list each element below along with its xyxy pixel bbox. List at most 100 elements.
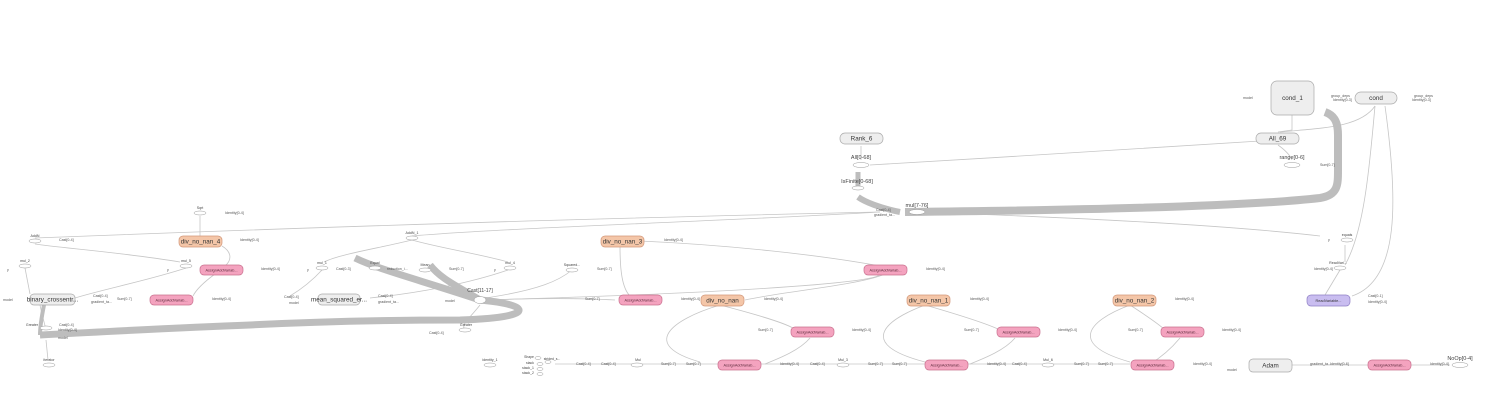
op-ellipse[interactable] — [193, 210, 207, 216]
op-ellipse[interactable] — [852, 162, 870, 168]
node-box[interactable] — [199, 264, 244, 276]
op-mul-3[interactable]: Mul_3 — [836, 358, 850, 368]
node-rank-6[interactable]: Rank_6 — [839, 132, 884, 145]
op-mul-4[interactable]: mul_4 — [503, 261, 517, 271]
op-stack-2[interactable]: stack_2 — [522, 371, 544, 376]
op-shape[interactable]: Shape — [524, 355, 542, 360]
node-box[interactable] — [1255, 132, 1300, 145]
op-ellipse[interactable] — [851, 185, 865, 191]
op-addn-1[interactable]: AddN_1 — [405, 231, 419, 241]
op-readvar[interactable]: ReadVari... — [1329, 261, 1347, 271]
node-all-69[interactable]: All_69 — [1255, 132, 1300, 145]
op-noop-0-4[interactable]: NoOp[0-4] — [1447, 356, 1473, 368]
node-box[interactable] — [1367, 359, 1412, 371]
op-ellipse[interactable] — [179, 263, 193, 269]
node-mean-squared-error[interactable]: mean_squared_er... — [311, 293, 367, 306]
op-mean[interactable]: Mean — [418, 263, 432, 273]
node-box[interactable] — [29, 293, 76, 306]
node-assign-e[interactable]: AssignAddVariab... — [790, 326, 835, 338]
node-box[interactable] — [618, 294, 663, 306]
op-ellipse[interactable] — [405, 235, 419, 241]
op-equal[interactable]: Equal — [368, 261, 382, 271]
node-box[interactable] — [149, 294, 194, 306]
op-iterator[interactable]: iterator — [42, 358, 55, 368]
op-squared[interactable]: Squared... — [564, 263, 581, 273]
node-box[interactable] — [1160, 326, 1205, 338]
node-div-no-nan[interactable]: div_no_nan — [700, 294, 745, 307]
op-range-0-6[interactable]: range[0-6] — [1279, 155, 1305, 168]
node-box[interactable] — [178, 235, 223, 248]
node-div-no-nan-3[interactable]: div_no_nan_3 — [600, 235, 645, 248]
node-div-no-nan-2[interactable]: div_no_nan_2 — [1112, 294, 1157, 307]
node-assign-j[interactable]: AssignAddVariab... — [1130, 359, 1175, 371]
node-box[interactable] — [1270, 80, 1315, 116]
op-ellipse[interactable] — [534, 356, 542, 360]
node-cond-1[interactable]: cond_1 — [1270, 80, 1315, 116]
op-equals[interactable]: equals — [1340, 233, 1354, 243]
op-sqrt[interactable]: Sqrt — [193, 206, 207, 216]
op-mul-7-76[interactable]: mul[7-76] — [906, 203, 929, 215]
node-div-no-nan-1[interactable]: div_no_nan_1 — [906, 294, 951, 307]
op-ellipse[interactable] — [565, 267, 579, 273]
node-readvariable[interactable]: ReadVariable... — [1306, 294, 1351, 307]
node-box[interactable] — [1112, 294, 1157, 307]
op-ellipse[interactable] — [836, 362, 850, 368]
op-cast-11-17[interactable]: Cast[11-17] — [467, 288, 493, 304]
node-box[interactable] — [1130, 359, 1175, 371]
op-ellipse[interactable] — [18, 263, 32, 269]
node-assign-i[interactable]: AssignAddVariab... — [1160, 326, 1205, 338]
node-box[interactable] — [717, 359, 762, 371]
op-isfinite-0-68[interactable]: IsFinite[0-68] — [841, 179, 873, 191]
op-ellipse[interactable] — [630, 362, 644, 368]
node-binary-crossentropy[interactable]: binary_crossentr... — [27, 293, 79, 306]
op-ellipse[interactable] — [483, 362, 497, 368]
node-box[interactable] — [924, 359, 969, 371]
node-div-no-nan-4[interactable]: div_no_nan_4 — [178, 235, 223, 248]
op-addn[interactable]: AddN — [28, 234, 42, 244]
op-strided[interactable]: strided_s... — [544, 357, 561, 364]
op-ellipse[interactable] — [458, 327, 472, 333]
op-all-0-68[interactable]: All[0-68] — [851, 155, 872, 168]
op-ellipse[interactable] — [908, 209, 926, 215]
op-ellipse[interactable] — [1283, 162, 1301, 168]
op-ellipse[interactable] — [536, 372, 544, 376]
node-adam[interactable]: Adam — [1248, 358, 1293, 373]
op-ellipse[interactable] — [1333, 265, 1347, 271]
node-assign-g[interactable]: AssignAddVariab... — [996, 326, 1041, 338]
node-box[interactable] — [1354, 91, 1398, 105]
op-ellipse[interactable] — [1340, 237, 1354, 243]
op-ellipse[interactable] — [1451, 362, 1469, 368]
op-stack-1[interactable]: stack_1 — [522, 366, 544, 371]
node-box[interactable] — [839, 132, 884, 145]
node-assign-c[interactable]: AssignAddVariab... — [618, 294, 663, 306]
op-ellipse[interactable] — [418, 267, 432, 273]
op-mul-6[interactable]: Mul_6 — [1041, 358, 1055, 368]
op-ellipse[interactable] — [368, 265, 382, 271]
node-box[interactable] — [700, 294, 745, 307]
op-ellipse[interactable] — [544, 360, 552, 364]
op-stack[interactable]: stack — [526, 361, 544, 366]
op-mul-1[interactable]: mul_1 — [315, 261, 329, 271]
op-greater-l[interactable]: Greater — [26, 323, 53, 331]
node-box[interactable] — [1306, 294, 1351, 307]
node-box[interactable] — [600, 235, 645, 248]
op-ellipse[interactable] — [1041, 362, 1055, 368]
op-ellipse[interactable] — [503, 265, 517, 271]
op-ellipse[interactable] — [536, 367, 544, 371]
node-assign-b[interactable]: AssignAddVariab... — [149, 294, 194, 306]
op-ellipse[interactable] — [473, 296, 487, 304]
node-box[interactable] — [906, 294, 951, 307]
node-box[interactable] — [863, 264, 908, 276]
node-cond[interactable]: cond — [1354, 91, 1398, 105]
op-mul-2[interactable]: mul_2 — [18, 259, 32, 269]
node-assign-f[interactable]: AssignAddVariab... — [717, 359, 762, 371]
op-mul-op[interactable]: Mul — [630, 358, 644, 368]
op-greater[interactable]: Greater — [458, 323, 473, 333]
node-assign-d[interactable]: AssignAddVariab... — [863, 264, 908, 276]
op-mul-5[interactable]: mul_5 — [179, 259, 193, 269]
node-assign-k[interactable]: AssignAddVariab... — [1367, 359, 1412, 371]
op-ellipse[interactable] — [536, 362, 544, 366]
op-ellipse[interactable] — [315, 265, 329, 271]
node-assign-h[interactable]: AssignAddVariab... — [924, 359, 969, 371]
